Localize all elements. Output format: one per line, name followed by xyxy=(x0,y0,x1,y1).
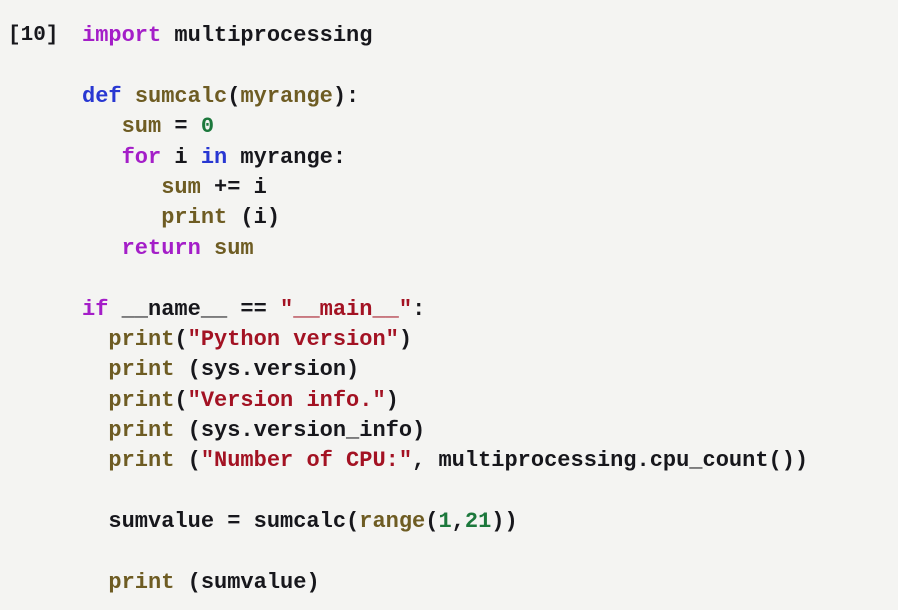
code-line: for i in myrange: xyxy=(82,143,898,173)
code-token: sumcalc xyxy=(134,83,228,109)
code-token: ( xyxy=(425,509,439,535)
code-token: print xyxy=(108,357,175,383)
code-token: 1 xyxy=(438,509,452,535)
code-token: print xyxy=(108,570,175,596)
code-line: print("Version info.") xyxy=(82,386,898,416)
code-token xyxy=(201,236,214,261)
code-token: "Version info." xyxy=(187,387,386,413)
code-token: print xyxy=(161,205,228,231)
code-token: ): xyxy=(332,83,360,109)
code-token: print xyxy=(108,387,175,413)
code-token: for xyxy=(121,144,162,170)
code-token: sum xyxy=(161,174,201,200)
code-line: print ("Number of CPU:", multiprocessing… xyxy=(82,446,898,476)
code-token: i xyxy=(161,144,201,170)
code-token: = xyxy=(161,114,201,140)
code-line: print (sys.version_info) xyxy=(82,416,898,446)
code-line: def sumcalc(myrange): xyxy=(82,82,898,112)
code-token: sumvalue = sumcalc( xyxy=(82,509,360,535)
code-token: return xyxy=(121,235,201,261)
code-line: print("Python version") xyxy=(82,325,898,355)
code-line: print (sys.version) xyxy=(82,355,898,385)
code-line: sumvalue = sumcalc(range(1,21)) xyxy=(82,507,898,537)
code-token: sum xyxy=(121,114,162,140)
code-token: "Python version" xyxy=(187,326,399,352)
code-token: 21 xyxy=(464,509,492,535)
code-token xyxy=(82,236,122,261)
code-token: ( xyxy=(227,83,241,109)
code-token: (sys.version_info) xyxy=(174,418,426,444)
code-token: range xyxy=(359,509,426,535)
code-token: )) xyxy=(491,509,518,535)
code-token xyxy=(82,388,108,413)
code-token: print xyxy=(108,326,175,352)
code-token xyxy=(82,418,108,443)
code-token: (sys.version) xyxy=(174,357,360,383)
code-token: ( xyxy=(174,448,201,474)
code-token: "Number of CPU:" xyxy=(200,448,413,474)
code-token: __name__ == xyxy=(108,296,281,322)
code-token: if xyxy=(82,296,109,322)
code-line: import multiprocessing xyxy=(82,21,898,51)
code-token xyxy=(122,84,135,109)
code-token xyxy=(82,114,122,139)
code-token xyxy=(82,145,122,170)
code-token: def xyxy=(82,83,122,109)
code-line xyxy=(82,51,898,81)
code-token: (sumvalue) xyxy=(174,570,320,596)
code-line: sum += i xyxy=(82,173,898,203)
code-line: print (i) xyxy=(82,203,898,233)
code-token xyxy=(82,327,108,352)
code-token: ( xyxy=(174,387,188,413)
code-token: import xyxy=(82,23,162,48)
code-token: myrange: xyxy=(227,144,347,170)
code-line xyxy=(82,477,898,507)
code-line: if __name__ == "__main__": xyxy=(82,295,898,325)
code-token: ) xyxy=(385,387,399,413)
code-token: (i) xyxy=(227,205,281,231)
code-token: print xyxy=(108,448,175,474)
code-token: , multiprocessing.cpu_count()) xyxy=(412,448,809,474)
code-line: print (sumvalue) xyxy=(82,568,898,598)
code-token: 0 xyxy=(200,114,215,140)
code-token: print xyxy=(108,418,175,444)
code-token: += i xyxy=(200,174,267,200)
code-token: multiprocessing xyxy=(161,23,373,48)
execution-count-badge[interactable]: [10] xyxy=(8,24,59,47)
code-line: return sum xyxy=(82,234,898,264)
code-token: ) xyxy=(398,326,413,352)
code-token xyxy=(82,448,108,473)
code-token: , xyxy=(451,509,465,535)
code-token xyxy=(82,175,161,200)
code-line xyxy=(82,264,898,294)
code-token: : xyxy=(412,296,426,322)
code-token: in xyxy=(200,144,228,170)
code-line: sum = 0 xyxy=(82,112,898,142)
code-token: "__main__" xyxy=(280,296,413,322)
code-token: myrange xyxy=(240,83,333,109)
code-token: ( xyxy=(174,326,188,352)
code-token xyxy=(82,205,161,230)
code-line xyxy=(82,538,898,568)
code-token xyxy=(82,570,108,595)
code-token: sum xyxy=(214,235,254,261)
code-token xyxy=(82,357,108,382)
